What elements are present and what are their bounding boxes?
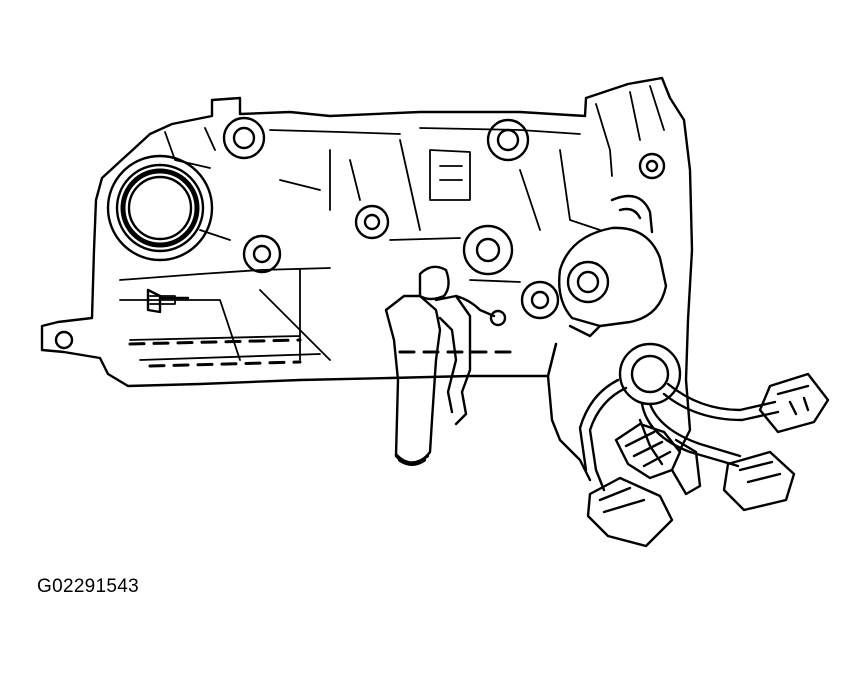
connector-upper-right [760, 374, 828, 432]
bolt-bosses [56, 118, 664, 348]
casting-dash-lines [130, 340, 520, 366]
wire-harness [580, 380, 778, 490]
connector-bottom [588, 478, 672, 546]
housing-top-ribs [165, 86, 664, 176]
speed-sensor-plug [616, 424, 700, 494]
left-bore-seal [108, 156, 212, 260]
detent-pin [148, 290, 188, 312]
harness-grommet [620, 344, 680, 404]
manual-lever-assembly [386, 267, 505, 464]
connector-middle-right [724, 452, 794, 510]
figure-code-label: G02291543 [37, 576, 140, 597]
housing-outline [42, 78, 692, 450]
housing-internal-ribs [120, 140, 600, 360]
neutral-switch-assembly [548, 196, 666, 480]
